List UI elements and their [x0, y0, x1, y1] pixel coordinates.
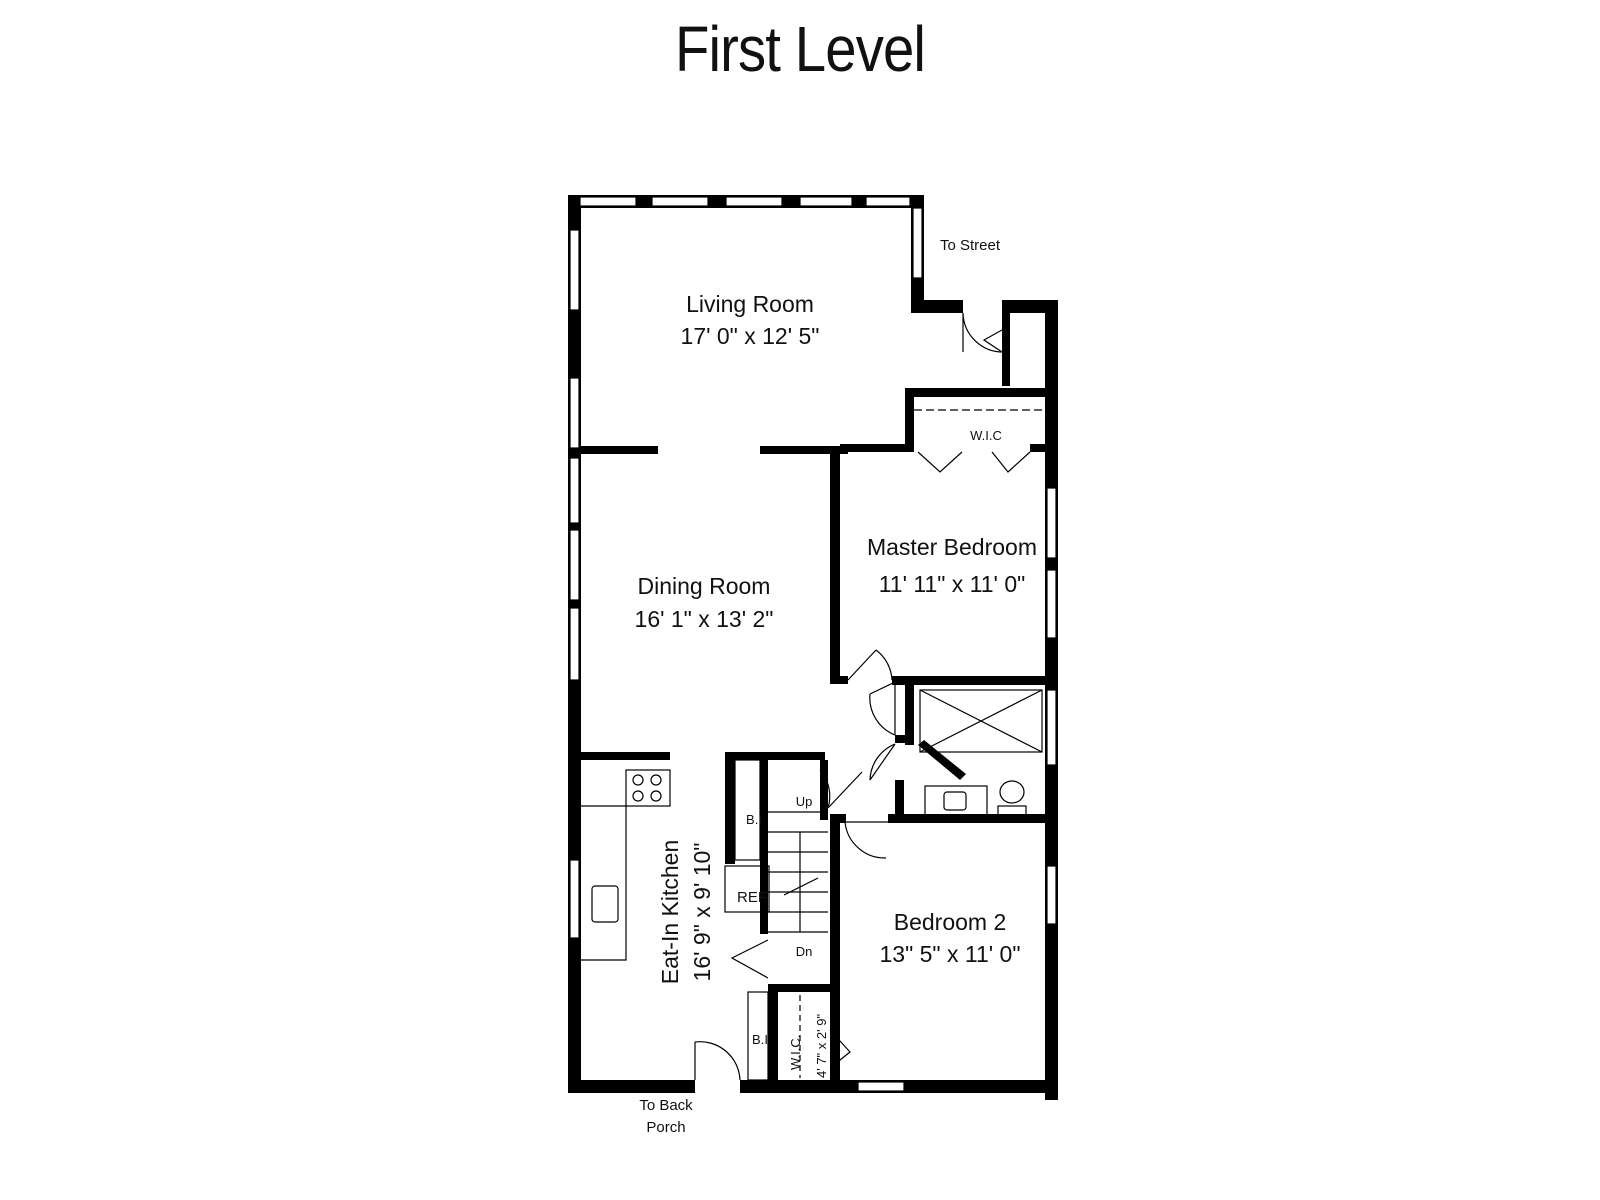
- page-title: First Level: [674, 13, 926, 85]
- bi-top-label: B.I: [746, 812, 762, 827]
- bi-bottom-label: B.I: [752, 1032, 768, 1047]
- living-room-name: Living Room: [686, 291, 814, 317]
- room-labels: Living Room 17' 0" x 12' 5" Dining Room …: [635, 237, 1037, 1136]
- bedroom-2-name: Bedroom 2: [894, 909, 1007, 935]
- small-wic-name: W.I.C.: [788, 1035, 803, 1070]
- to-street-label: To Street: [940, 237, 1001, 254]
- windows: [569, 196, 1057, 1092]
- living-room-dims: 17' 0" x 12' 5": [681, 323, 820, 349]
- master-wic-label: W.I.C: [970, 428, 1002, 443]
- dining-room-dims: 16' 1" x 13' 2": [635, 606, 774, 632]
- bedroom-2-dims: 13" 5" x 11' 0": [880, 941, 1021, 967]
- door-swings: [694, 312, 1044, 1081]
- back-porch-label-line-2: Porch: [646, 1119, 685, 1136]
- staircase: [768, 811, 828, 933]
- kitchen-name: Eat-In Kitchen: [657, 840, 683, 984]
- interior-walls: [580, 300, 1046, 1084]
- master-bedroom-name: Master Bedroom: [867, 534, 1037, 560]
- stairs-down-label: Dn: [796, 944, 813, 959]
- dining-room-name: Dining Room: [638, 573, 771, 599]
- kitchen-dims: 16' 9" x 9' 10": [689, 843, 715, 982]
- stairs-up-label: Up: [796, 794, 813, 809]
- fixtures: [581, 689, 1043, 1081]
- ref-label: REF: [737, 889, 767, 906]
- small-wic-dims: 4' 7" x 2' 9": [814, 1014, 829, 1078]
- back-porch-label-line-1: To Back: [639, 1097, 693, 1114]
- master-bedroom-dims: 11' 11" x 11' 0": [879, 571, 1026, 597]
